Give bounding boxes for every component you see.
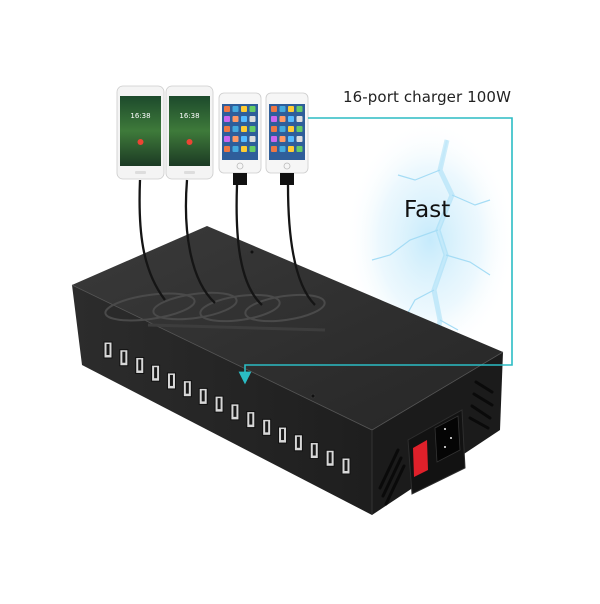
charging-cables bbox=[138, 179, 316, 306]
phone-android-2: 16:38 bbox=[165, 85, 214, 180]
power-switch[interactable] bbox=[413, 440, 428, 477]
phone-android-1: 16:38 bbox=[116, 85, 165, 180]
phone-iphone-1 bbox=[218, 92, 262, 185]
product-caption: 16-port charger 100W bbox=[343, 88, 512, 106]
lightning-icon bbox=[345, 120, 515, 360]
vent-slots bbox=[378, 380, 494, 506]
usb-ports bbox=[103, 341, 351, 475]
ac-power-socket bbox=[434, 415, 461, 463]
speed-label: Fast bbox=[404, 197, 451, 223]
phone-iphone-2 bbox=[265, 92, 309, 185]
callout-connector bbox=[238, 117, 513, 385]
cable-loops bbox=[104, 291, 326, 332]
svg-text:16:38: 16:38 bbox=[179, 112, 199, 120]
usb-charger-hub bbox=[71, 226, 504, 515]
power-inlet-panel bbox=[407, 409, 466, 495]
svg-text:16:38: 16:38 bbox=[130, 112, 150, 120]
